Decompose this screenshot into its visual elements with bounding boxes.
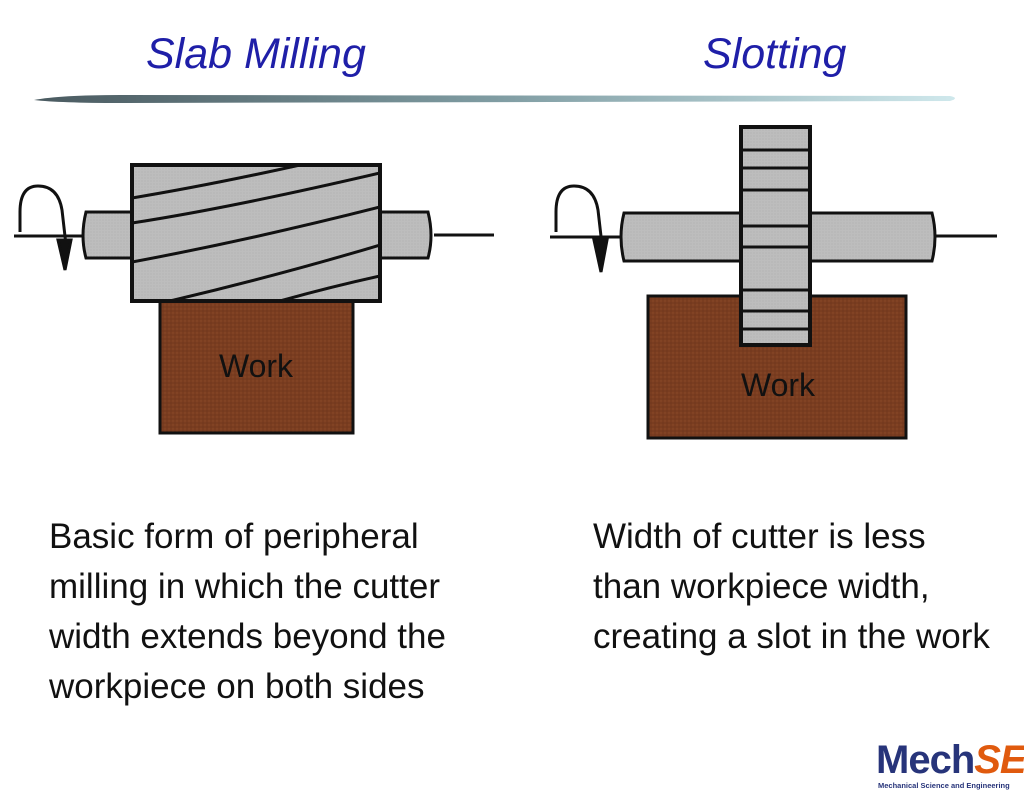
slotting-title: Slotting bbox=[703, 30, 847, 78]
rotation-arrow-icon bbox=[554, 184, 609, 273]
cutter-teeth bbox=[741, 148, 810, 331]
slotting-diagram: Work bbox=[550, 125, 997, 440]
slab-milling-diagram: Work bbox=[14, 163, 494, 435]
arbor-shaft bbox=[378, 210, 433, 260]
helical-teeth bbox=[132, 165, 380, 301]
logo-subtitle: Mechanical Science and Engineering bbox=[878, 781, 1010, 790]
arbor-shaft bbox=[81, 210, 136, 260]
rotation-arrow-icon bbox=[18, 184, 73, 271]
slotting-cutter bbox=[739, 125, 812, 347]
milling-diagrams: Work Work bbox=[14, 125, 997, 440]
work-label: Work bbox=[741, 367, 816, 403]
slotting-caption: Width of cutter is less than workpiece w… bbox=[593, 517, 990, 656]
work-label: Work bbox=[219, 348, 294, 384]
slab-milling-title: Slab Milling bbox=[146, 30, 366, 78]
slab-milling-caption: Basic form of peripheral milling in whic… bbox=[49, 517, 446, 706]
title-divider bbox=[34, 95, 955, 103]
logo-mech: Mech bbox=[876, 738, 975, 782]
logo-se: SE bbox=[974, 738, 1024, 782]
arbor-shaft bbox=[619, 211, 744, 263]
arbor-shaft bbox=[808, 211, 937, 263]
mechse-logo: MechSE Mechanical Science and Engineerin… bbox=[876, 738, 1024, 791]
